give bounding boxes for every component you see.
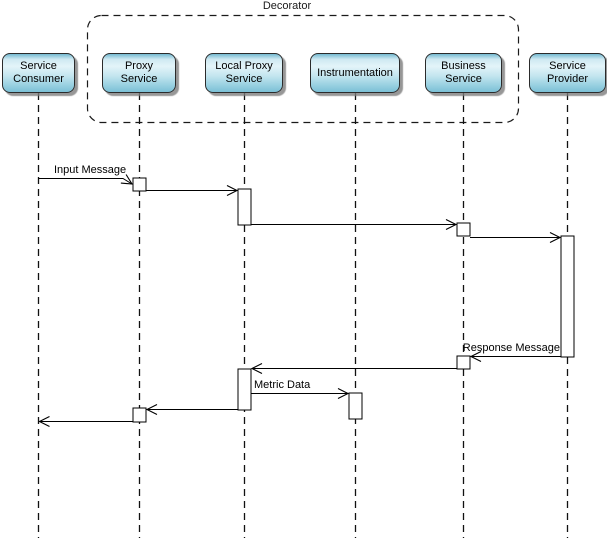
decorator-frame-label: Decorator bbox=[262, 0, 312, 12]
decorator-frame bbox=[86, 14, 520, 124]
activation-local-proxy-1 bbox=[237, 188, 252, 226]
message-arrow-input-message bbox=[38, 174, 134, 185]
activation-business-service-2 bbox=[456, 355, 471, 370]
participant-label: Service Provider bbox=[547, 60, 588, 85]
activation-proxy-service-2 bbox=[132, 407, 147, 423]
message-label-input-message: Input Message bbox=[54, 164, 127, 176]
activation-instrumentation bbox=[348, 392, 363, 420]
activation-proxy-service-1 bbox=[132, 177, 147, 192]
activation-local-proxy-2 bbox=[237, 368, 252, 411]
activation-service-provider bbox=[560, 235, 575, 358]
participant-label: Business Service bbox=[441, 60, 486, 85]
participant-label: Local Proxy Service bbox=[215, 60, 273, 85]
participant-service-consumer: Service Consumer bbox=[2, 53, 75, 93]
participant-local-proxy-service: Local Proxy Service bbox=[205, 53, 283, 93]
participant-proxy-service: Proxy Service bbox=[102, 53, 176, 93]
message-label-metric-data: Metric Data bbox=[254, 379, 311, 391]
participant-business-service: Business Service bbox=[425, 53, 502, 93]
participant-label: Service Consumer bbox=[13, 60, 64, 85]
activation-business-service-1 bbox=[456, 222, 471, 237]
participant-label: Instrumentation bbox=[317, 66, 393, 79]
message-label-response-message: Response Message bbox=[462, 342, 560, 354]
participant-service-provider: Service Provider bbox=[529, 53, 606, 93]
participant-instrumentation: Instrumentation bbox=[310, 53, 400, 93]
participant-label: Proxy Service bbox=[120, 60, 158, 85]
